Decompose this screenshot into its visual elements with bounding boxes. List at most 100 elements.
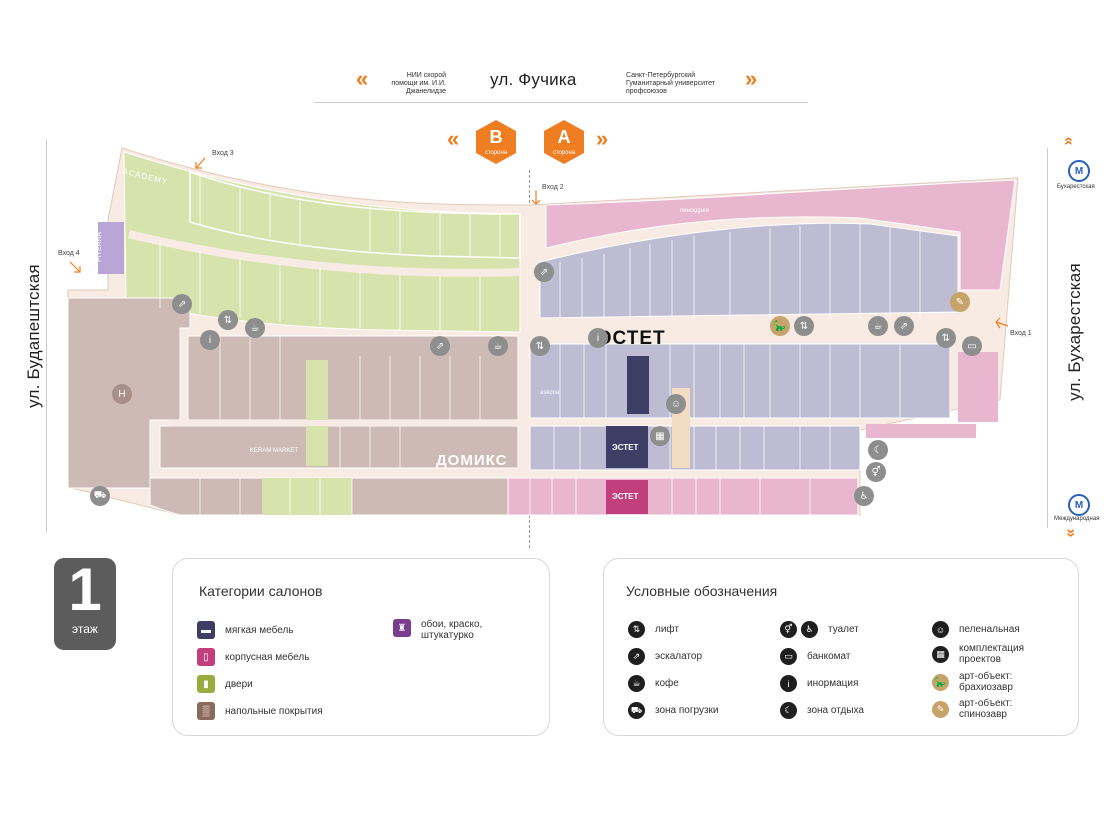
- floor-label: этаж: [72, 622, 98, 636]
- side-a-hex[interactable]: A сторона: [544, 120, 584, 164]
- category-label: корпусная мебель: [225, 651, 310, 663]
- coffee-icon[interactable]: ☕: [245, 318, 265, 338]
- corridor-mid: [170, 420, 520, 426]
- estet-brand-2[interactable]: ЭСТЕТ: [612, 492, 639, 501]
- legend-panel: Условные обозначения ⇅лифт ⇗эскалатор ☕к…: [603, 558, 1079, 736]
- chevron-right-icon: »: [596, 126, 609, 151]
- legend-item[interactable]: 🦕арт-объект: брахиозавр: [932, 671, 1039, 693]
- category-label: двери: [225, 678, 253, 690]
- projects-icon[interactable]: ▦: [650, 426, 670, 446]
- legend-item[interactable]: ⚥ ♿ туалет: [780, 621, 859, 638]
- category-item[interactable]: ♜обои, краско, штукатурко: [393, 619, 521, 641]
- legend-item[interactable]: ⛟ зона погрузки: [628, 702, 719, 719]
- floor-map[interactable]: [0, 0, 1120, 560]
- elevator-icon[interactable]: ⇅: [794, 316, 814, 336]
- pink-zone-bottom: [507, 477, 859, 516]
- green-strip-mid: [306, 360, 328, 466]
- wardrobe-icon: ▯: [197, 648, 215, 666]
- floor-icon: ▒: [197, 702, 215, 720]
- rest-zone-icon[interactable]: ☾: [868, 440, 888, 460]
- legend-label: инормация: [807, 678, 859, 689]
- elevator-icon[interactable]: ⇅: [936, 328, 956, 348]
- category-label: обои, краско, штукатурко: [421, 619, 483, 641]
- green-zone-top-row: [189, 170, 521, 259]
- legend-item[interactable]: i инормация: [780, 675, 858, 692]
- kerama-brand[interactable]: KERAM MARKET: [250, 448, 299, 454]
- escalator-icon[interactable]: ⇗: [534, 262, 554, 282]
- atm-icon: ▭: [780, 648, 797, 665]
- chevron-left-icon: «: [447, 126, 460, 151]
- legend-item[interactable]: ✎арт-объект: спинозавр: [932, 698, 1039, 720]
- askona-brand[interactable]: askona: [540, 390, 560, 396]
- atm-icon[interactable]: ▭: [962, 336, 982, 356]
- legend-item[interactable]: ☺ пеленальная: [932, 621, 1020, 638]
- coffee-icon[interactable]: ☕: [488, 336, 508, 356]
- loading-icon: ⛟: [628, 702, 645, 719]
- sofa-icon: ▬: [197, 621, 215, 639]
- legend-item[interactable]: ▭банкомат: [780, 648, 850, 665]
- domiks-brand[interactable]: ДОМИКС: [436, 452, 508, 469]
- piterra-brand[interactable]: PITERRA: [96, 231, 103, 262]
- legend-label: пеленальная: [959, 624, 1020, 635]
- legend-item[interactable]: ▦комплектация проектов: [932, 643, 1039, 665]
- elevator-icon[interactable]: ⇅: [218, 310, 238, 330]
- door-icon: ▮: [197, 675, 215, 693]
- metro-station-north: Бухарестская: [1057, 184, 1095, 190]
- legend-label: лифт: [655, 624, 680, 635]
- green-strip-bottom: [262, 478, 352, 515]
- loading-icon[interactable]: ⛟: [90, 486, 110, 506]
- pinskdrev-brand[interactable]: пинскдрев: [680, 208, 709, 214]
- metro-icon: M: [1068, 494, 1090, 516]
- right-street-line: [1047, 148, 1048, 528]
- brachiosaurus-icon[interactable]: 🦕: [770, 316, 790, 336]
- spinosaurus-icon[interactable]: ✎: [950, 292, 970, 312]
- escalator-icon[interactable]: ⇗: [894, 316, 914, 336]
- projects-icon: ▦: [932, 645, 949, 663]
- entrance-arrow-4: [69, 261, 81, 273]
- info-icon[interactable]: i: [588, 328, 608, 348]
- category-item[interactable]: ▒ напольные покрытия: [197, 702, 323, 720]
- side-b-label: сторона: [484, 150, 508, 156]
- estet-block-3: [606, 480, 648, 514]
- category-item[interactable]: ▮ двери: [197, 675, 253, 693]
- lavender-zone-mid: [529, 343, 951, 419]
- legend-label: туалет: [828, 624, 859, 635]
- pink-zone-top: [545, 179, 1016, 291]
- brown-zone-low: [159, 425, 519, 469]
- side-a-letter: A: [557, 127, 571, 147]
- brown-zone-mid: [187, 335, 519, 421]
- baby-room-icon: ☺: [932, 621, 949, 638]
- category-label: напольные покрытия: [225, 705, 323, 717]
- estet-brand-1[interactable]: ЭСТЕТ: [612, 443, 639, 452]
- legend-item[interactable]: ⇗ эскалатор: [628, 648, 702, 665]
- legend-label: зона отдыха: [807, 705, 864, 716]
- baby-room-icon[interactable]: ☺: [666, 394, 686, 414]
- top-note-right: Санкт-Петербургский Гуманитарный универс…: [626, 72, 715, 95]
- escalator-icon: ⇗: [628, 648, 645, 665]
- legend-label: зона погрузки: [655, 705, 719, 716]
- toilet-icon[interactable]: ⚥: [866, 462, 886, 482]
- floor-badge: 1 этаж: [54, 558, 116, 650]
- metro-icon: M: [1068, 160, 1090, 182]
- brachiosaurus-icon: 🦕: [932, 673, 949, 691]
- legend-label: эскалатор: [655, 651, 703, 662]
- legend-item[interactable]: ⇅лифт: [628, 621, 679, 638]
- estet-block-1: [627, 356, 649, 414]
- side-b-letter: B: [489, 127, 503, 147]
- coffee-icon[interactable]: ☕: [868, 316, 888, 336]
- legend-item[interactable]: ☾зона отдыха: [780, 702, 864, 719]
- piterra-block: [98, 222, 124, 274]
- escalator-icon[interactable]: ⇗: [430, 336, 450, 356]
- escalator-icon[interactable]: ⇗: [172, 294, 192, 314]
- info-icon: i: [780, 675, 797, 692]
- category-item[interactable]: ▯ корпусная мебель: [197, 648, 309, 666]
- legend-label: кофе: [655, 678, 679, 689]
- legend-item[interactable]: ☕кофе: [628, 675, 679, 692]
- elevator-icon[interactable]: ⇅: [530, 336, 550, 356]
- info-icon[interactable]: i: [200, 330, 220, 350]
- estet-main-brand[interactable]: ЭСТЕТ: [598, 328, 666, 349]
- metro-station-south: Международная: [1054, 516, 1100, 522]
- accessible-icon[interactable]: ♿: [854, 486, 874, 506]
- entrance-label-2: Вход 2: [542, 184, 564, 191]
- category-item[interactable]: ▬мягкая мебель: [197, 621, 294, 639]
